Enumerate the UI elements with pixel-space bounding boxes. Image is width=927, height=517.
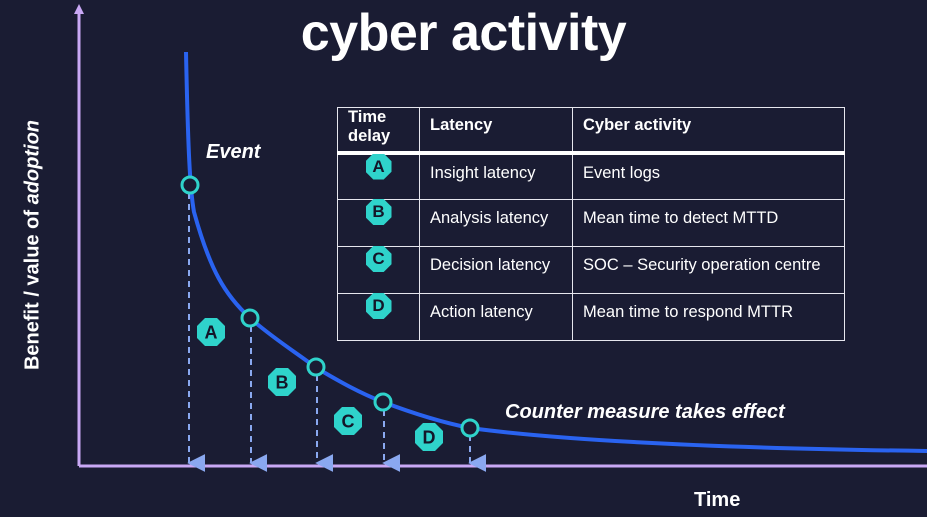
table-row: C Decision latency SOC – Security operat… [337, 246, 845, 294]
header-time-delay: Time delay [337, 107, 420, 153]
marker-c-letter: C [342, 412, 355, 432]
point-a-circle [240, 308, 260, 328]
marker-c-octagon [334, 407, 362, 435]
point-d-circle [460, 418, 480, 438]
time-delay-cell: D [337, 293, 420, 341]
event-point-circle [180, 175, 200, 195]
marker-b-badge: B [268, 368, 296, 396]
marker-badge: B [365, 199, 392, 225]
marker-d-letter: D [423, 428, 436, 448]
x-axis-label: Time [694, 489, 741, 511]
marker-badge: C [365, 246, 392, 272]
activity-cell: Mean time to detect MTTD [572, 199, 845, 247]
header-cyber-activity: Cyber activity [572, 107, 845, 153]
marker-badge: A [365, 153, 392, 180]
point-c-circle [373, 392, 393, 412]
table-header-row: Time delay Latency Cyber activity [337, 107, 845, 153]
page-title: cyber activity [300, 4, 627, 62]
event-annotation: Event [206, 141, 261, 163]
counter-measure-annotation: Counter measure takes effect [505, 401, 785, 423]
activity-cell: Event logs [572, 152, 845, 200]
activity-cell: Mean time to respond MTTR [572, 293, 845, 341]
marker-b-octagon [268, 368, 296, 396]
header-latency: Latency [419, 107, 573, 153]
marker-a-badge: A [197, 318, 225, 346]
latency-cell: Analysis latency [419, 199, 573, 247]
activity-cell: SOC – Security operation centre [572, 246, 845, 294]
marker-d-badge: D [415, 423, 443, 451]
time-delay-cell: B [337, 199, 420, 247]
table-row: B Analysis latency Mean time to detect M… [337, 199, 845, 247]
table-row: D Action latency Mean time to respond MT… [337, 293, 845, 341]
latency-cell: Action latency [419, 293, 573, 341]
marker-b-letter: B [276, 373, 289, 393]
marker-d-octagon [415, 423, 443, 451]
time-delay-cell: A [337, 152, 420, 200]
table-row: A Insight latency Event logs [337, 152, 845, 200]
marker-badge: D [365, 293, 392, 319]
marker-a-octagon [197, 318, 225, 346]
latency-table: Time delay Latency Cyber activity A Insi… [337, 107, 845, 341]
benefit-curve [184, 51, 927, 453]
marker-c-badge: C [334, 407, 362, 435]
point-b-circle [306, 357, 326, 377]
y-axis-arrowhead [74, 4, 84, 14]
marker-a-letter: A [205, 323, 218, 343]
time-delay-cell: C [337, 246, 420, 294]
latency-cell: Decision latency [419, 246, 573, 294]
latency-cell: Insight latency [419, 152, 573, 200]
